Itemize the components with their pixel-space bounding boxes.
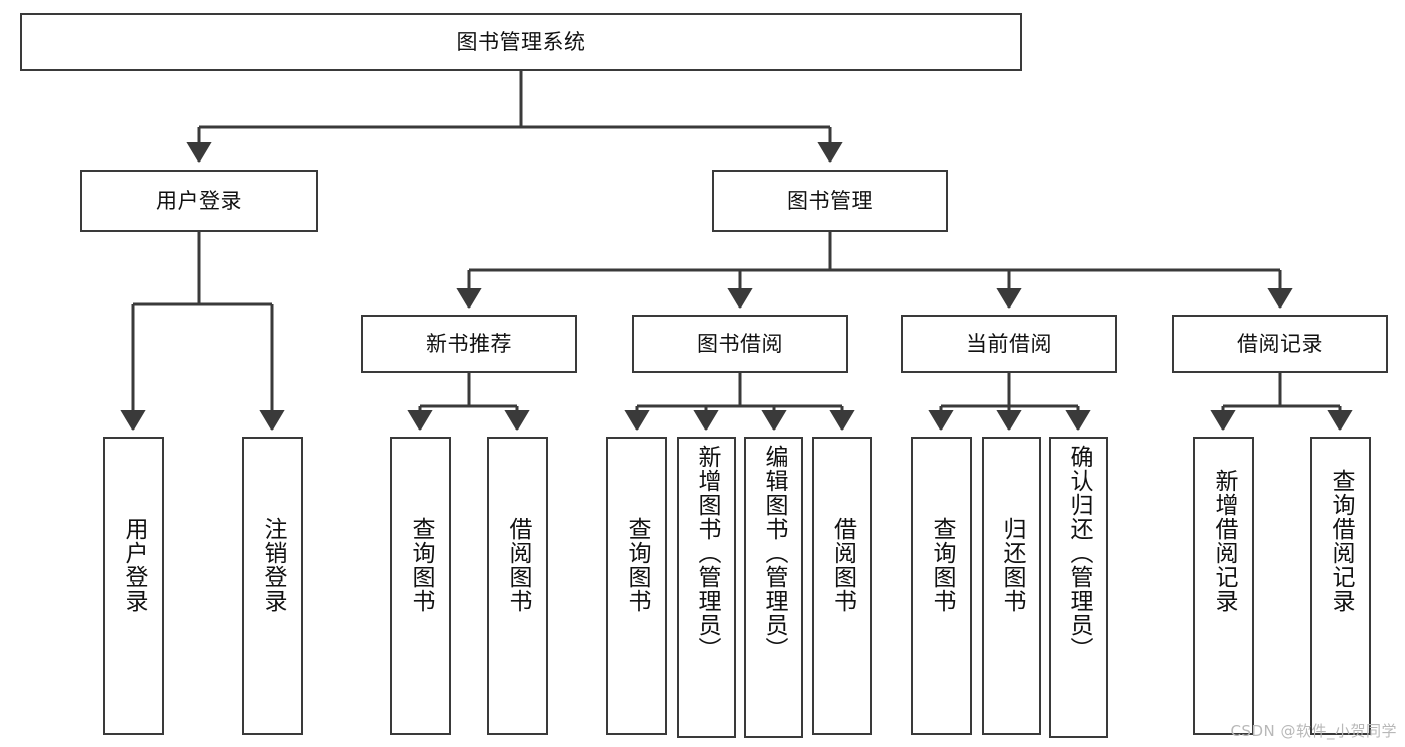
node-label: 查询图书 [408,517,434,613]
node-book-manage[interactable]: 图书管理 [712,170,948,232]
node-label: 借阅图书 [829,517,856,613]
node-label: 新增图书（管理员） [694,445,720,661]
node-label: 用户登录 [156,188,242,213]
node-label: 图书借阅 [697,331,783,356]
leaf-user-login[interactable]: 用户登录 [103,437,164,735]
leaf-edit-book[interactable]: 编辑图书（管理员） [744,437,803,738]
leaf-logout-login[interactable]: 注销登录 [242,437,303,735]
leaf-query-record[interactable]: 查询借阅记录 [1310,437,1371,735]
node-label: 新书推荐 [426,331,512,356]
leaf-query-book-3[interactable]: 查询图书 [911,437,972,735]
csdn-watermark: CSDN @软件_小贺同学 [1230,722,1397,740]
leaf-return-book[interactable]: 归还图书 [982,437,1041,735]
leaf-query-book-1[interactable]: 查询图书 [390,437,451,735]
node-label: 借阅图书 [505,517,531,613]
node-borrow-record[interactable]: 借阅记录 [1172,315,1388,373]
leaf-confirm-return[interactable]: 确认归还（管理员） [1049,437,1108,738]
node-current-borrow[interactable]: 当前借阅 [901,315,1117,373]
node-user-login[interactable]: 用户登录 [80,170,318,232]
node-label: 查询借阅记录 [1328,469,1354,613]
node-label: 借阅记录 [1237,331,1323,356]
leaf-borrow-book-1[interactable]: 借阅图书 [487,437,548,735]
node-label: 新增借阅记录 [1211,469,1237,613]
node-label: 确认归还（管理员） [1066,445,1092,661]
leaf-query-book-2[interactable]: 查询图书 [606,437,667,735]
node-label: 查询图书 [624,517,650,613]
node-label: 编辑图书（管理员） [761,445,787,661]
node-label: 图书管理系统 [456,29,586,54]
leaf-add-record[interactable]: 新增借阅记录 [1193,437,1254,735]
node-label: 归还图书 [999,517,1025,613]
leaf-borrow-book-2[interactable]: 借阅图书 [812,437,872,735]
leaf-add-book[interactable]: 新增图书（管理员） [677,437,736,738]
node-label: 注销登录 [260,517,286,613]
node-label: 图书管理 [787,188,873,213]
node-label: 当前借阅 [966,331,1052,356]
node-book-borrow[interactable]: 图书借阅 [632,315,848,373]
node-label: 查询图书 [929,517,955,613]
node-label: 用户登录 [121,517,147,613]
node-root-system[interactable]: 图书管理系统 [20,13,1022,71]
node-new-book-recommend[interactable]: 新书推荐 [361,315,577,373]
